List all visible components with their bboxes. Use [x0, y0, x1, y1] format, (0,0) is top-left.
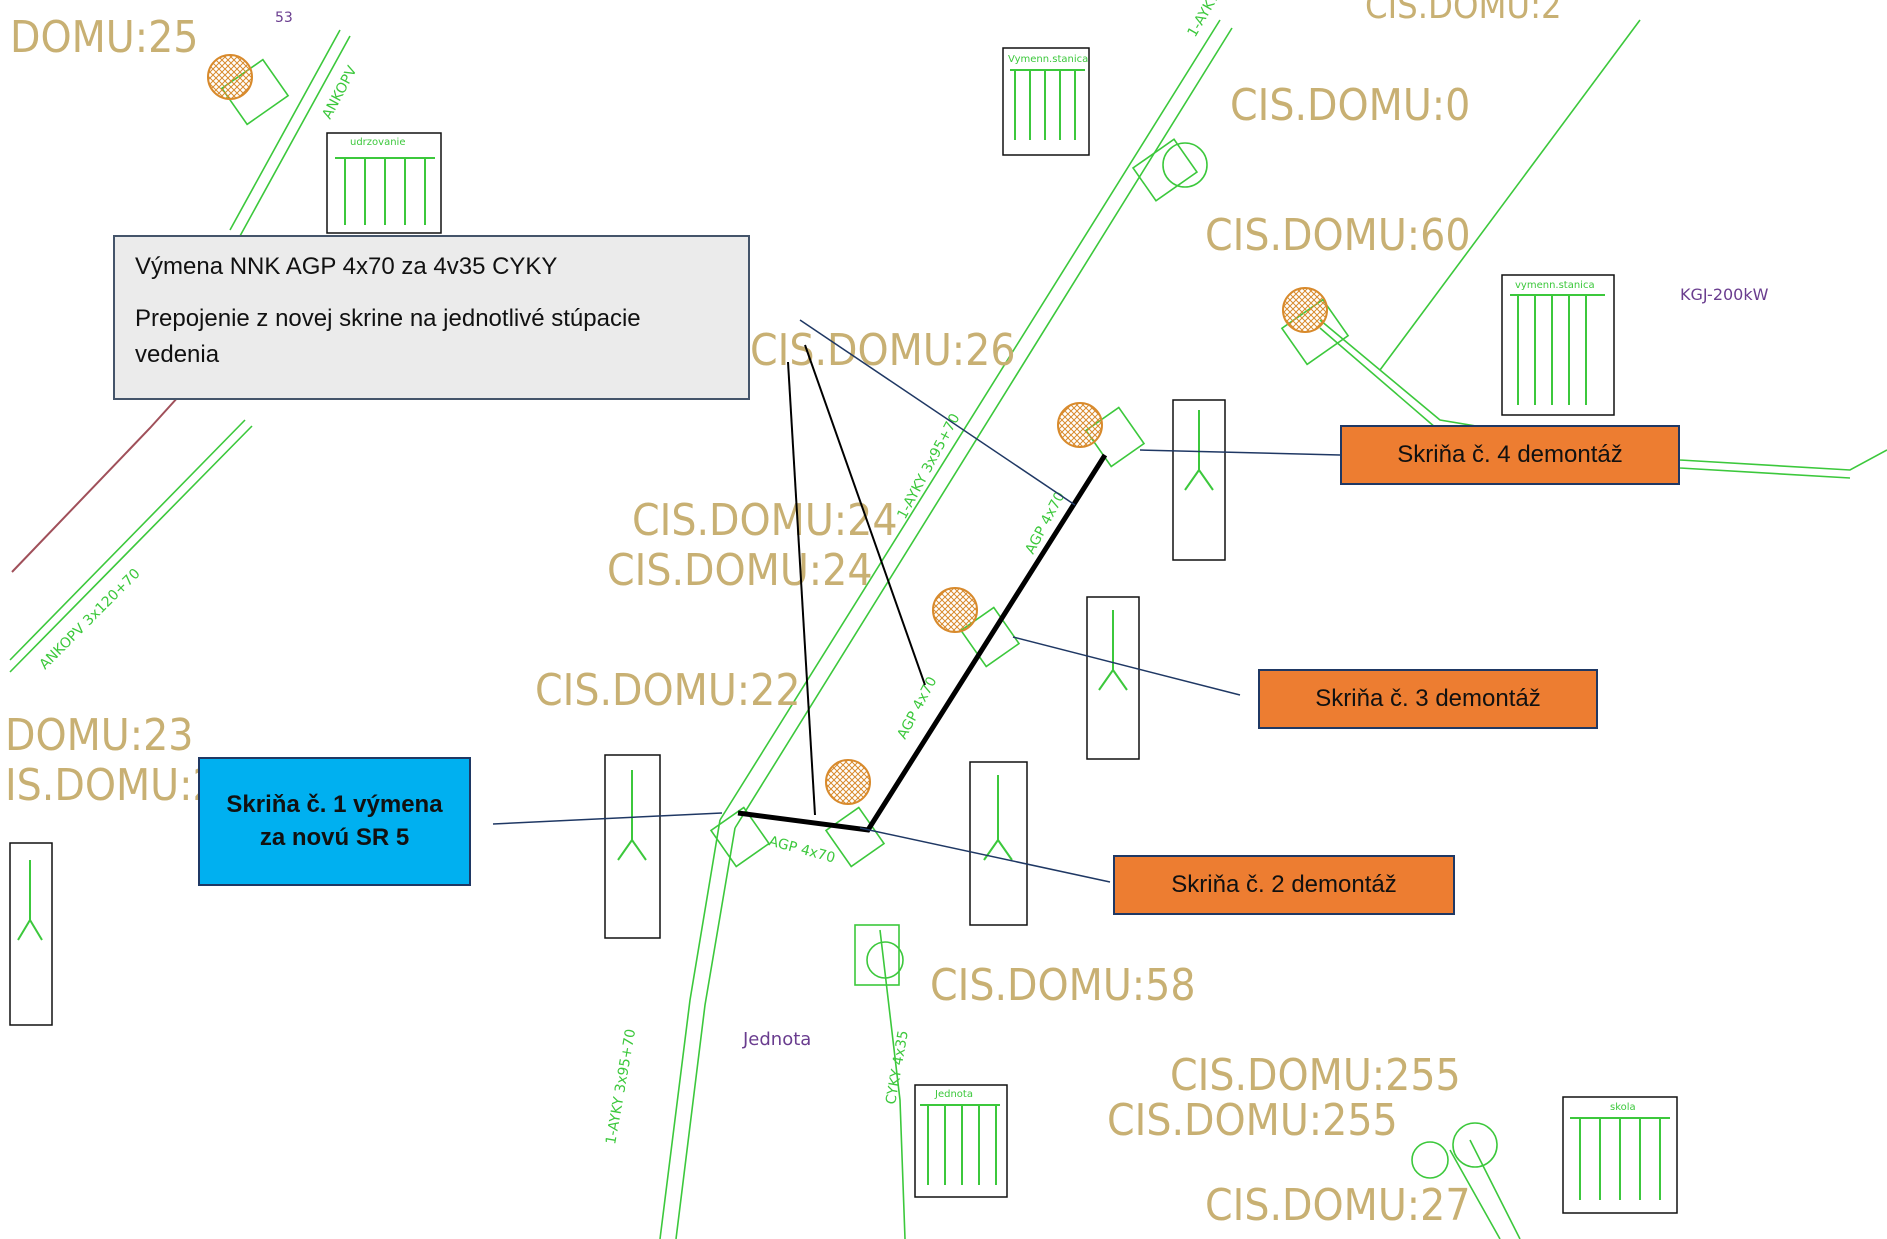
leader-box3 [1012, 636, 1241, 696]
note-box: Výmena NNK AGP 4x70 za 4v35 CYKY Prepoje… [113, 235, 750, 400]
house-label-24a: CIS.DOMU:24 [632, 495, 898, 546]
house-label-0: CIS.DOMU:0 [1230, 80, 1470, 131]
hatched-marker-box4 [1057, 402, 1103, 448]
callout-box-1-line1: Skriňa č. 1 výmena [226, 791, 443, 819]
schematic-title-bottom-mid: Jednota [934, 1089, 973, 1100]
hatched-marker-top [207, 54, 253, 100]
cable-label-agp-mid: AGP 4x70 [894, 674, 940, 742]
cable-ankopv-top [229, 29, 351, 237]
cable-cyky [879, 929, 906, 1239]
cable-label-agp-bottom: AGP 4x70 [767, 833, 837, 866]
house-label-58: CIS.DOMU:58 [930, 960, 1196, 1011]
house-label-27: CIS.DOMU:27 [1205, 1180, 1471, 1231]
place-label-53: 53 [275, 10, 293, 26]
callout-box-1-line2: za novú SR 5 [259, 823, 410, 851]
building-cis58 [854, 924, 900, 986]
schematic-title-bottom-right: skola [1610, 1102, 1636, 1113]
house-label-2x: IS.DOMU:2 [5, 760, 218, 811]
pole-cis58 [866, 941, 904, 979]
house-label-top-right: CIS.DOMU:2 [1365, 0, 1562, 27]
schematic-title-top-mid: Vymenn.stanica [1008, 54, 1088, 65]
cable-label-cyky: CYKY 4x35 [883, 1029, 912, 1105]
pole-cis255b [1411, 1141, 1449, 1179]
callout-box-3: Skriňa č. 3 demontáž [1258, 669, 1598, 729]
cable-label-ayky-top: 1-AYKY [1185, 0, 1223, 40]
pole-cis0 [1162, 142, 1208, 188]
leader-box4 [1139, 449, 1341, 456]
cable-right-top [1379, 19, 1641, 371]
building-box3 [959, 606, 1021, 668]
house-label-24b: CIS.DOMU:24 [607, 545, 873, 596]
place-label-kgj: KGJ-200kW [1680, 285, 1769, 304]
house-label-23: DOMU:23 [5, 710, 193, 761]
callout-box-3-label: Skriňa č. 3 demontáž [1315, 685, 1541, 712]
leader-note [799, 319, 1076, 506]
schematic-box3 [1086, 596, 1140, 760]
hatched-marker-box2 [825, 759, 871, 805]
place-label-jednota: Jednota [742, 1029, 811, 1050]
schematic-title-top-left: udrzovanie [350, 137, 405, 148]
callout-box-4: Skriňa č. 4 demontáž [1340, 425, 1680, 485]
hatched-marker-box3 [932, 587, 978, 633]
pole-cis255 [1452, 1122, 1498, 1168]
cable-label-ankopv-left: ANKOPV 3x120+70 [37, 566, 144, 673]
schematic-title-right: vymenn.stanica [1515, 280, 1595, 291]
cable-bottom-right [1449, 1139, 1521, 1239]
schematic-right [1501, 274, 1615, 416]
callout-box-2-label: Skriňa č. 2 demontáž [1171, 871, 1397, 898]
hatched-marker-cis60 [1282, 287, 1328, 333]
note-line-1: Výmena NNK AGP 4x70 za 4v35 CYKY [135, 253, 558, 280]
house-label-255a: CIS.DOMU:255 [1170, 1050, 1461, 1101]
cable-main-diagonal [719, 19, 1233, 829]
cable-label-ayky-mid: 1-AYKY 3x95+70 [894, 411, 963, 522]
house-label-255b: CIS.DOMU:255 [1107, 1095, 1398, 1146]
callout-box-4-label: Skriňa č. 4 demontáž [1397, 441, 1623, 468]
house-label-60: CIS.DOMU:60 [1205, 210, 1471, 261]
callout-box-1: Skriňa č. 1 výmena za novú SR 5 [198, 757, 471, 886]
annotation-line-b [804, 344, 926, 686]
cable-label-ayky-bottom: 1-AYKY 3x95+70 [603, 1028, 639, 1146]
leader-box1 [492, 812, 723, 825]
note-line-2: Prepojenie z novej skrine na jednotlivé … [135, 305, 641, 368]
cable-ankopv-left [9, 419, 253, 673]
building-box4 [1084, 406, 1146, 468]
building-box1 [709, 806, 771, 868]
house-label-26: CIS.DOMU:26 [750, 325, 1016, 376]
callout-box-2: Skriňa č. 2 demontáž [1113, 855, 1455, 915]
house-label-22: CIS.DOMU:22 [535, 665, 801, 716]
leader-box2 [859, 827, 1111, 883]
cable-label-ankopv-top: ANKOPV [319, 63, 360, 122]
house-label-25: DOMU:25 [10, 12, 198, 63]
building-cis0 [1131, 138, 1199, 202]
annotation-line-a [787, 361, 816, 816]
cable-main-lower [659, 819, 736, 1239]
